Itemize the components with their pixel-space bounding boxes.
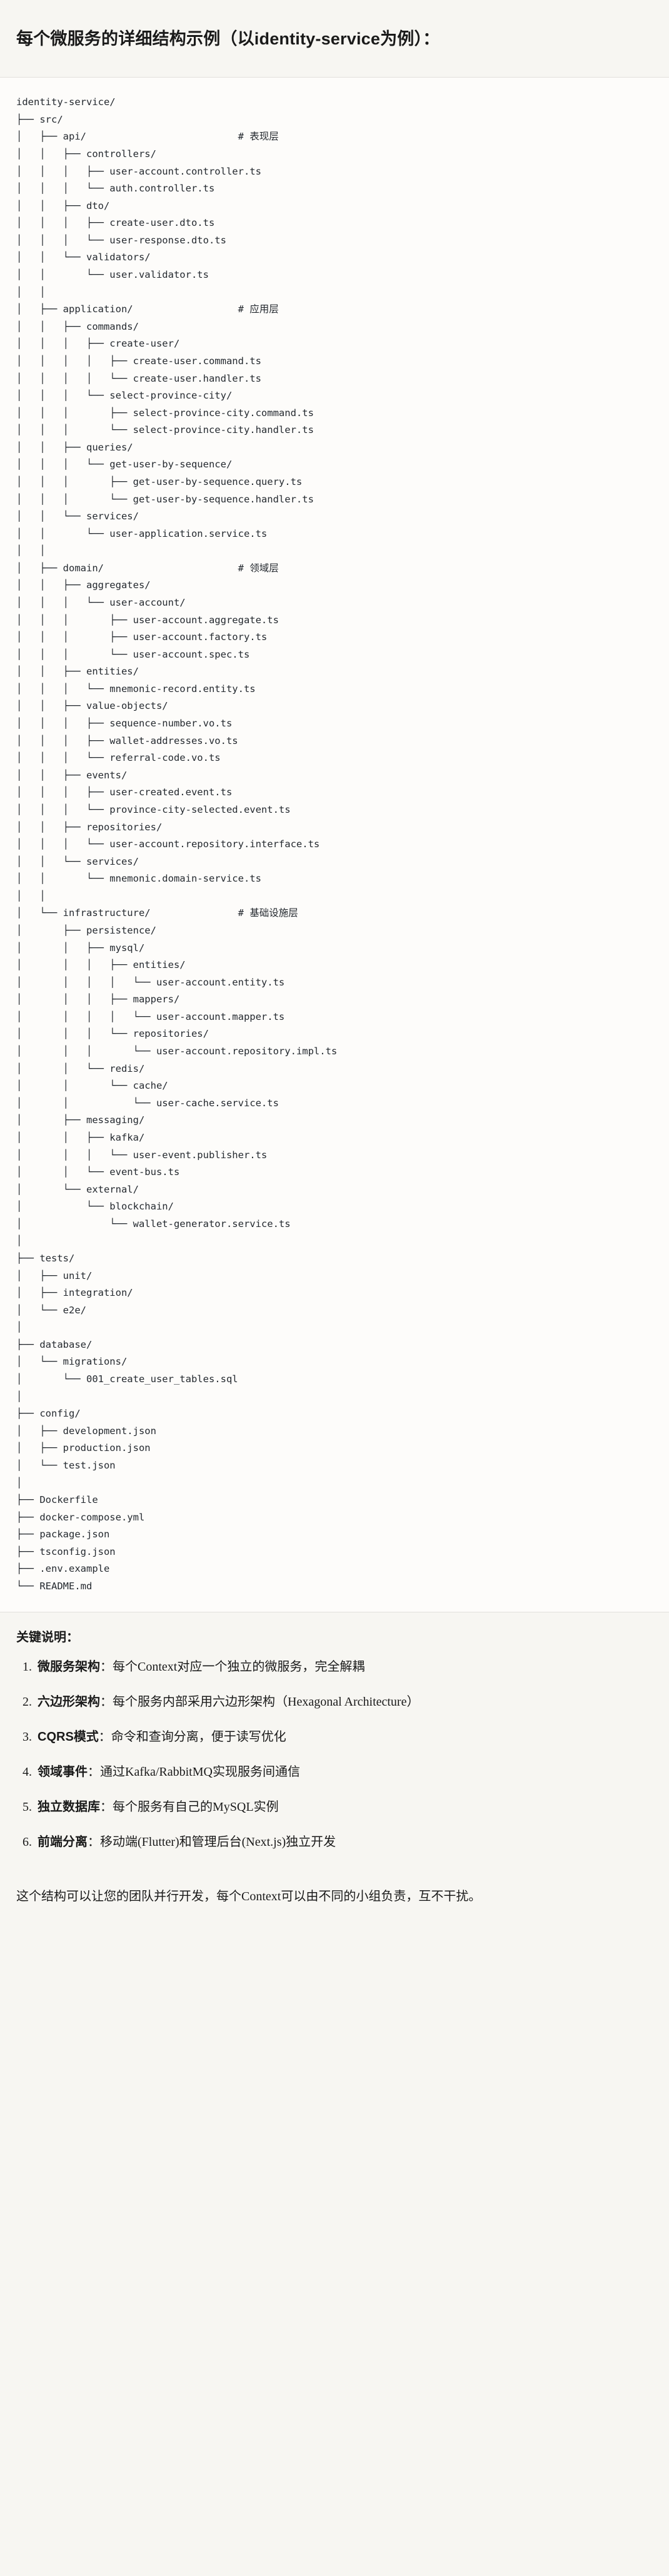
key-points-section: 关键说明： 微服务架构：每个Context对应一个独立的微服务，完全解耦 六边形… [0,1612,669,1871]
list-item: 领域事件：通过Kafka/RabbitMQ实现服务间通信 [35,1763,653,1781]
list-item: CQRS模式：命令和查询分离，便于读写优化 [35,1728,653,1746]
list-item: 前端分离：移动端(Flutter)和管理后台(Next.js)独立开发 [35,1833,653,1851]
key-point-description: 通过Kafka/RabbitMQ实现服务间通信 [100,1764,300,1779]
key-points-list: 微服务架构：每个Context对应一个独立的微服务，完全解耦 六边形架构：每个服… [16,1657,653,1851]
key-point-term: 前端分离 [38,1835,88,1849]
list-item: 微服务架构：每个Context对应一个独立的微服务，完全解耦 [35,1657,653,1676]
key-point-term: 独立数据库 [38,1800,100,1814]
key-point-separator: ： [100,1694,113,1709]
key-point-term: CQRS模式 [38,1729,99,1744]
key-point-term: 微服务架构 [38,1659,100,1674]
closing-paragraph: 这个结构可以让您的团队并行开发，每个Context可以由不同的小组负责，互不干扰… [0,1883,669,1925]
key-point-description: 命令和查询分离，便于读写优化 [111,1729,286,1744]
key-point-description: 每个Context对应一个独立的微服务，完全解耦 [113,1659,365,1674]
directory-tree: identity-service/ ├── src/ │ ├── api/ # … [16,96,338,1592]
directory-tree-code-block: identity-service/ ├── src/ │ ├── api/ # … [0,77,669,1612]
key-point-description: 每个服务有自己的MySQL实例 [113,1800,279,1814]
page-title: 每个微服务的详细结构示例（以identity-service为例）： [0,14,669,63]
key-point-separator: ： [98,1729,111,1744]
list-item: 独立数据库：每个服务有自己的MySQL实例 [35,1798,653,1816]
key-point-separator: ： [100,1800,113,1814]
list-item: 六边形架构：每个服务内部采用六边形架构（Hexagonal Architectu… [35,1693,653,1711]
key-point-term: 领域事件 [38,1764,88,1779]
key-points-title: 关键说明： [16,1630,79,1644]
key-point-separator: ： [100,1659,113,1674]
key-point-description: 每个服务内部采用六边形架构（Hexagonal Architecture） [113,1694,420,1709]
key-point-separator: ： [88,1764,100,1779]
key-point-term: 六边形架构 [38,1694,100,1709]
key-point-description: 移动端(Flutter)和管理后台(Next.js)独立开发 [100,1835,336,1849]
key-point-separator: ： [88,1835,100,1849]
